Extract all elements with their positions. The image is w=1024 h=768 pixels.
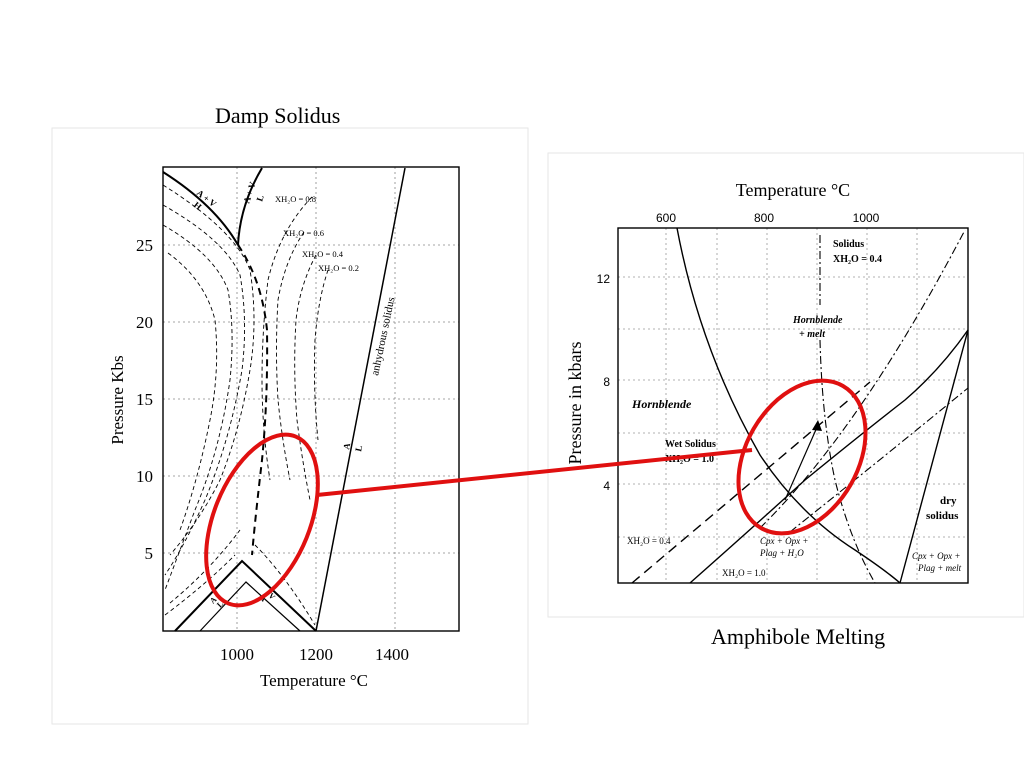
label-a-bottom: A <box>208 595 219 606</box>
label-h-left: H <box>192 200 204 212</box>
curve-solidus-0-4 <box>819 235 876 584</box>
left-y-tick-25: 25 <box>136 236 153 255</box>
label-wet-solidus: Wet Solidus <box>665 439 716 450</box>
curve-xh2o-0-6-right <box>276 231 305 481</box>
curve-xh2o-0-4-dashed <box>631 381 871 584</box>
right-x-tick-600: 600 <box>656 211 676 225</box>
curve-xh2o-0-4-right <box>294 254 317 501</box>
curve-low-3 <box>254 544 316 626</box>
left-x-axis-label: Temperature °C <box>260 671 368 690</box>
label-plag-h2o: Plag + H₂O <box>759 548 804 558</box>
label-v-bottom: V <box>267 591 278 602</box>
left-solid-curves <box>162 167 406 632</box>
label-a-right: A <box>341 441 352 450</box>
curve-amphibole-breakdown <box>162 171 239 246</box>
label-hornblende-melt: Hornblende <box>792 315 843 326</box>
label-plus-melt: + melt <box>799 329 826 340</box>
right-y-axis-label: Pressure in kbars <box>565 342 585 465</box>
left-y-axis-label: Pressure Kbs <box>108 355 127 444</box>
curve-xh2o-0-2-left <box>167 252 218 531</box>
label-l-bottom: L <box>215 599 225 609</box>
label-xh2o-0-8: XH₂O = 0.8 <box>275 194 316 204</box>
label-l-right: L <box>353 444 364 452</box>
left-y-tick-5: 5 <box>145 544 154 563</box>
right-axis-ticks: 600 800 1000 4 8 12 <box>597 211 880 493</box>
curve-low-pressure-cusp <box>174 559 317 632</box>
curve-hornblende-out <box>689 329 969 584</box>
left-axis-ticks: 1000 1200 1400 5 10 15 20 25 <box>136 236 409 664</box>
label-xh2o-0-2: XH₂O = 0.2 <box>318 263 359 273</box>
curve-dash-dot-1 <box>759 229 966 529</box>
left-diagram: XH₂O = 0.8 XH₂O = 0.6 XH₂O = 0.4 XH₂O = … <box>51 127 529 725</box>
curve-dash-dot-2 <box>789 387 969 533</box>
right-figure-frame <box>547 152 1024 618</box>
curve-a-v-l <box>237 167 263 246</box>
left-y-tick-20: 20 <box>136 313 153 332</box>
label-xh2o-0-6: XH₂O = 0.6 <box>283 228 324 238</box>
label-xh2o-0-4-right: XH₂O = 0.4 <box>627 536 671 546</box>
label-solidus-dry: solidus <box>926 510 959 522</box>
highlight-ellipse-right <box>736 378 868 536</box>
right-y-tick-12: 12 <box>597 272 611 286</box>
left-grid <box>163 167 459 631</box>
right-plot-area <box>617 227 969 584</box>
right-x-tick-1000: 1000 <box>853 211 880 225</box>
left-damp-solidus-curve <box>237 244 269 556</box>
label-dry: dry <box>940 495 957 507</box>
curve-xh2o-0-8-left <box>162 184 255 556</box>
right-y-tick-8: 8 <box>603 375 610 389</box>
label-hornblende: Hornblende <box>631 397 692 411</box>
right-diagram: Solidus XH₂O = 0.4 Hornblende + melt Hor… <box>547 152 1024 618</box>
left-figure-frame <box>51 127 529 725</box>
right-labels: Solidus XH₂O = 0.4 Hornblende + melt Hor… <box>627 239 962 578</box>
arrow-line <box>784 424 819 501</box>
right-curves <box>631 227 969 584</box>
label-wet-solidus-xh2o: XH₂O = 1.0 <box>665 454 714 465</box>
label-solidus: Solidus <box>833 239 864 250</box>
curve-wet-solidus <box>676 227 901 584</box>
left-x-tick-1200: 1200 <box>299 645 333 664</box>
left-y-tick-10: 10 <box>136 467 153 486</box>
right-y-tick-4: 4 <box>603 479 610 493</box>
right-x-axis-label: Temperature °C <box>736 180 850 200</box>
highlight-annotations <box>204 378 868 608</box>
label-plag-melt: Plag + melt <box>917 563 962 573</box>
label-solidus-xh2o: XH₂O = 0.4 <box>833 254 882 265</box>
highlight-connector-line <box>316 448 753 497</box>
left-plot-area <box>162 166 460 632</box>
curve-dry-solidus <box>899 329 969 584</box>
label-xh2o-0-4: XH₂O = 0.4 <box>302 249 344 259</box>
curve-xh2o-0-6-left <box>162 204 246 576</box>
right-x-tick-800: 800 <box>754 211 774 225</box>
label-cpx-opx-melt: Cpx + Opx + <box>912 551 960 561</box>
right-diagram-title: Amphibole Melting <box>711 624 886 649</box>
curve-anhydrous-solidus <box>315 167 406 632</box>
left-x-tick-1400: 1400 <box>375 645 409 664</box>
arrow-head <box>812 420 822 431</box>
left-x-tick-1000: 1000 <box>220 645 254 664</box>
left-y-tick-15: 15 <box>136 390 153 409</box>
label-l-top: L <box>254 194 265 203</box>
curve-xh2o-0-4-left <box>162 224 233 591</box>
curve-xh2o-0-2-right <box>313 269 329 441</box>
highlight-ellipse-left <box>204 432 320 608</box>
left-inner-cusp <box>199 581 301 632</box>
label-cpx-opx: Cpx + Opx + <box>760 536 808 546</box>
curve-low-2 <box>164 554 236 616</box>
label-xh2o-1-0-right: XH₂O = 1.0 <box>722 568 766 578</box>
left-diagram-title: Damp Solidus <box>215 103 341 128</box>
